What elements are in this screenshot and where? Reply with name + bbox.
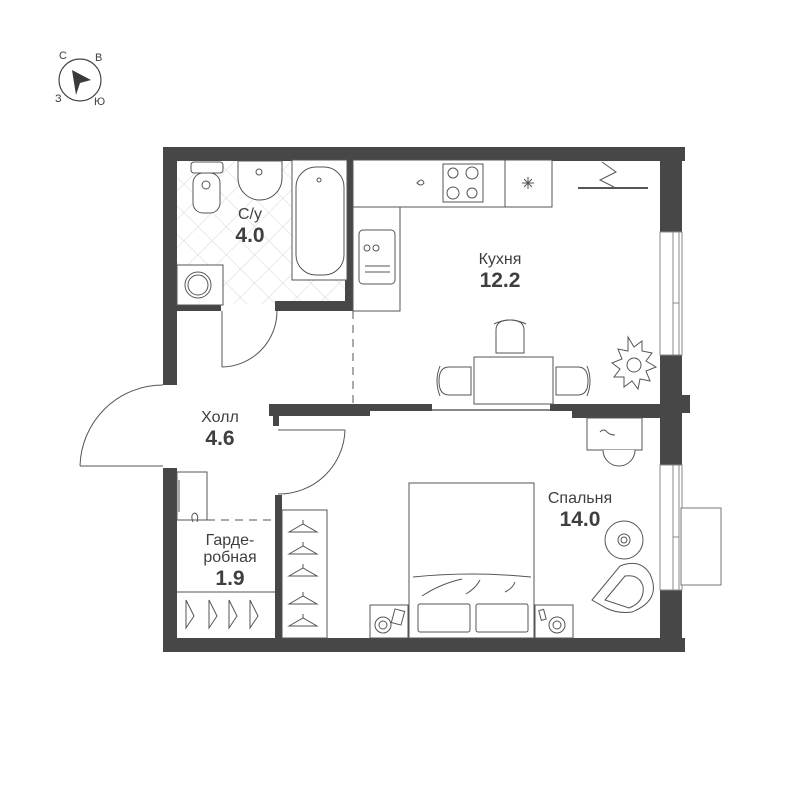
room-label-hall: Холл 4.6 xyxy=(180,409,260,450)
compass-east-label: В xyxy=(95,52,103,64)
entrance-door xyxy=(79,384,164,467)
room-name: С/у xyxy=(238,206,262,223)
hanger-icons-closet xyxy=(287,520,319,627)
room-area: 1.9 xyxy=(215,566,245,590)
kitchen-window xyxy=(659,231,683,356)
toilet-icon xyxy=(190,161,224,214)
desk-icon xyxy=(586,417,643,467)
hall-cabinet xyxy=(176,471,208,521)
round-table-icon xyxy=(604,520,644,560)
bedroom-door xyxy=(277,429,346,495)
bathroom-door xyxy=(221,310,278,368)
walls xyxy=(163,147,690,652)
room-label-kitchen: Кухня 12.2 xyxy=(455,251,545,292)
fridge-icon xyxy=(522,177,534,189)
stove-icon xyxy=(442,163,484,203)
bathtub-icon xyxy=(291,159,348,281)
sink-icon xyxy=(237,160,283,201)
faucet-icon xyxy=(416,179,425,186)
compass-icon xyxy=(58,58,102,102)
dining-chair-left xyxy=(436,365,472,397)
plant-icon xyxy=(610,335,658,391)
armchair-icon xyxy=(591,562,654,613)
curtain-icon xyxy=(578,161,648,189)
nightstand-left xyxy=(369,604,409,639)
kitchen-sink-icon xyxy=(358,229,396,285)
washing-machine-icon xyxy=(176,264,224,306)
room-name: Спальня xyxy=(547,490,613,507)
room-area: 14.0 xyxy=(559,507,601,531)
room-name-line1: Гарде- xyxy=(205,532,255,549)
room-area: 12.2 xyxy=(479,268,521,292)
compass-west-label: З xyxy=(55,93,62,105)
balcony-ledge xyxy=(680,507,722,586)
room-name: Кухня xyxy=(478,251,522,268)
room-name-line2: робная xyxy=(203,548,257,566)
room-label-bedroom: Спальня 14.0 xyxy=(530,490,630,531)
room-label-bathroom: С/у 4.0 xyxy=(215,206,285,247)
dining-chair-top xyxy=(493,319,527,354)
compass-south-label: Ю xyxy=(94,96,106,108)
room-label-wardrobe: Гарде- робная 1.9 xyxy=(185,532,275,590)
room-area: 4.0 xyxy=(235,223,265,247)
compass-north-label: С xyxy=(59,50,67,62)
dining-table-icon xyxy=(473,356,554,405)
bedroom-window xyxy=(659,464,683,591)
room-area: 4.6 xyxy=(205,426,235,450)
room-name: Холл xyxy=(201,409,239,426)
dining-chair-right xyxy=(555,365,591,397)
nightstand-right xyxy=(534,604,574,639)
bed-icon xyxy=(408,482,535,639)
hanger-icons-wardrobe xyxy=(185,599,259,630)
